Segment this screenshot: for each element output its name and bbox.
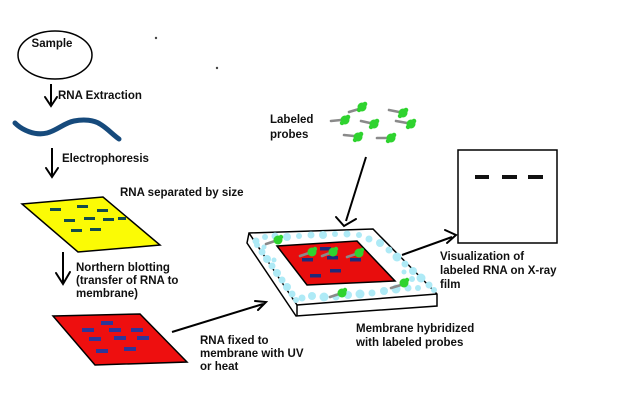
northern-blotting-arrow — [55, 252, 71, 286]
hybridized-band — [327, 256, 338, 260]
hybridization-arrow — [335, 156, 367, 228]
membrane-band — [124, 347, 136, 351]
hybridized-band — [330, 269, 341, 273]
membrane-hybridized-label-1: Membrane hybridized — [356, 323, 474, 335]
gel-band — [97, 209, 108, 212]
northern-blotting-label-3: membrane) — [76, 288, 138, 300]
bound-probe — [328, 287, 348, 299]
film-band — [502, 175, 517, 179]
xray-film — [457, 149, 558, 244]
bound-probe — [345, 247, 365, 259]
electrophoresis-label: Electrophoresis — [62, 153, 149, 165]
film-band — [475, 175, 489, 179]
stray-dot — [215, 66, 219, 70]
bound-probe — [264, 234, 284, 246]
gel-band — [84, 217, 95, 220]
bound-probe — [389, 277, 410, 290]
gel-band — [103, 218, 114, 221]
film-band — [528, 175, 543, 179]
hybridized-slab — [246, 228, 438, 317]
membrane-band — [101, 321, 113, 325]
rna-extraction-label: RNA Extraction — [58, 90, 142, 102]
visualization-label-2: labeled RNA on X-ray — [440, 265, 557, 277]
rna-fixed-label-1: RNA fixed to — [200, 335, 269, 347]
slab-seam — [296, 293, 438, 306]
rna-separated-label: RNA separated by size — [120, 187, 244, 199]
labeled-probe — [394, 118, 417, 130]
stray-dot — [154, 36, 158, 40]
labeled-probe — [329, 114, 351, 126]
hybridized-band — [302, 258, 313, 262]
membrane-bands — [82, 321, 149, 353]
gel-band — [71, 229, 82, 232]
membrane-band — [131, 328, 143, 332]
rna-fixed-arrow — [171, 300, 269, 333]
rna-fixed-label-3: or heat — [200, 361, 239, 373]
membrane-band — [82, 328, 94, 332]
labeled-probe — [387, 107, 409, 119]
film-bands — [475, 175, 543, 179]
electrophoresis-arrow — [45, 148, 59, 179]
gel-band — [90, 228, 101, 231]
labeled-probe — [347, 101, 368, 114]
membrane-band — [114, 336, 126, 340]
labeled-probe — [375, 132, 397, 144]
northern-blotting-label-2: (transfer of RNA to — [76, 275, 178, 287]
hybridized-membrane — [275, 240, 397, 286]
membrane-band — [137, 336, 149, 340]
gel-bands — [50, 205, 126, 232]
hybridized-bands — [302, 247, 361, 278]
rna-strand — [12, 117, 122, 142]
membrane-band — [89, 337, 101, 341]
labeled-probes-label-2: probes — [270, 129, 308, 141]
visualization-label-3: film — [440, 279, 460, 291]
hybridized-band — [350, 258, 361, 262]
northern-blotting-label-1: Northern blotting — [76, 262, 170, 274]
hybridized-band — [310, 274, 321, 278]
rna-extraction-arrow — [44, 84, 58, 108]
gel-band — [64, 219, 75, 222]
gel-band — [118, 217, 126, 220]
membrane-hybridized-label-2: with labeled probes — [355, 337, 463, 349]
labeled-probe — [359, 118, 380, 130]
sample-oval — [17, 30, 93, 80]
gel-sheet — [20, 196, 162, 253]
bound-probe — [320, 246, 339, 258]
probe-cluster — [329, 101, 417, 144]
sample-label: Sample — [32, 38, 73, 50]
membrane-band — [96, 349, 108, 353]
labeled-probe — [342, 131, 364, 143]
bound-probe — [298, 246, 318, 258]
hybridized-band — [320, 247, 331, 251]
gel-band — [50, 208, 61, 211]
gel-band — [77, 205, 88, 208]
visualization-label-1: Visualization of — [440, 251, 524, 263]
membrane-band — [109, 328, 121, 332]
bound-probes — [264, 234, 410, 299]
labeled-probes-label-1: Labeled — [270, 114, 313, 126]
rna-fixed-label-2: membrane with UV — [200, 348, 304, 360]
visualization-arrow — [401, 229, 458, 256]
